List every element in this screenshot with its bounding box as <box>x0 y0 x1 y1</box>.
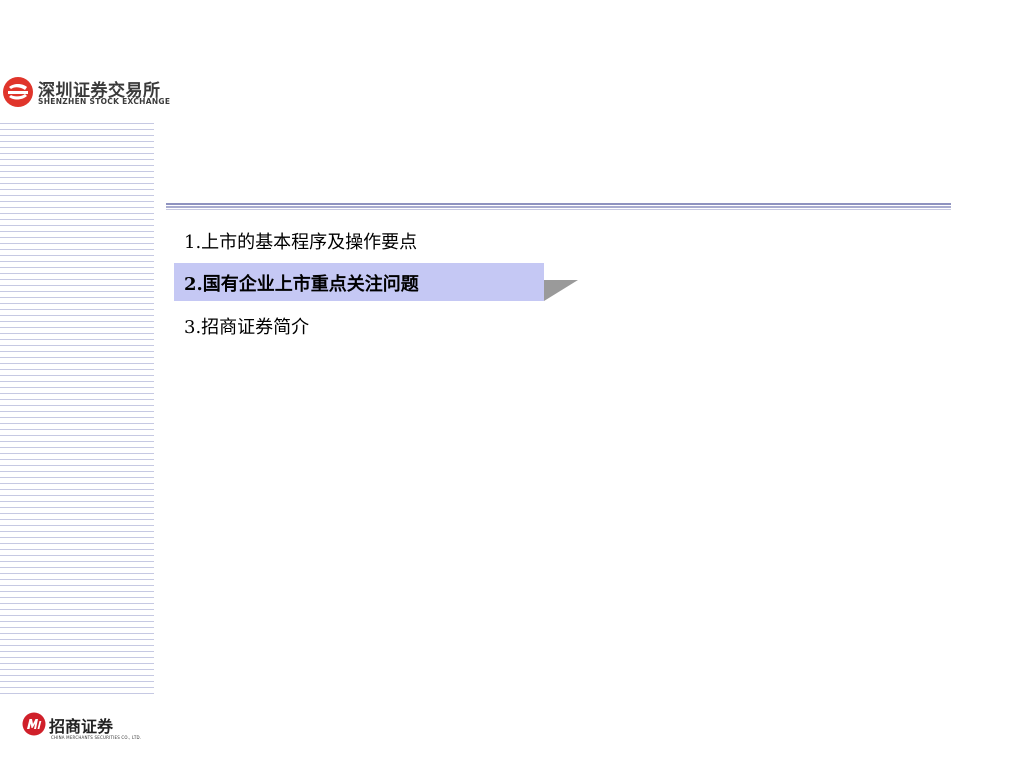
cms-name-en: CHINA MERCHANTS SECURITIES CO., LTD. <box>51 735 142 740</box>
title-divider <box>166 203 951 210</box>
divider-line-bottom <box>166 209 951 210</box>
szse-name-cn: 深圳证券交易所 <box>38 81 161 101</box>
agenda-item-2-shadow <box>544 280 578 301</box>
cms-emblem-icon <box>22 712 46 736</box>
cms-name-cn: 招商证券 <box>49 717 114 736</box>
szse-emblem-icon <box>3 77 33 107</box>
divider-line-top <box>166 203 951 205</box>
divider-line-mid <box>166 206 951 208</box>
szse-name-en: SHENZHEN STOCK EXCHANGE <box>38 97 171 106</box>
agenda-item-3: 3.招商证券简介 <box>184 317 310 338</box>
cms-logo: 招商证券 CHINA MERCHANTS SECURITIES CO., LTD… <box>22 712 141 742</box>
agenda-item-2-highlight <box>174 263 544 301</box>
left-stripe-panel <box>0 118 154 696</box>
agenda-item-2: 2.国有企业上市重点关注问题 <box>184 274 419 295</box>
szse-logo: 深圳证券交易所 SHENZHEN STOCK EXCHANGE <box>2 76 172 110</box>
agenda-item-1: 1.上市的基本程序及操作要点 <box>184 232 418 253</box>
